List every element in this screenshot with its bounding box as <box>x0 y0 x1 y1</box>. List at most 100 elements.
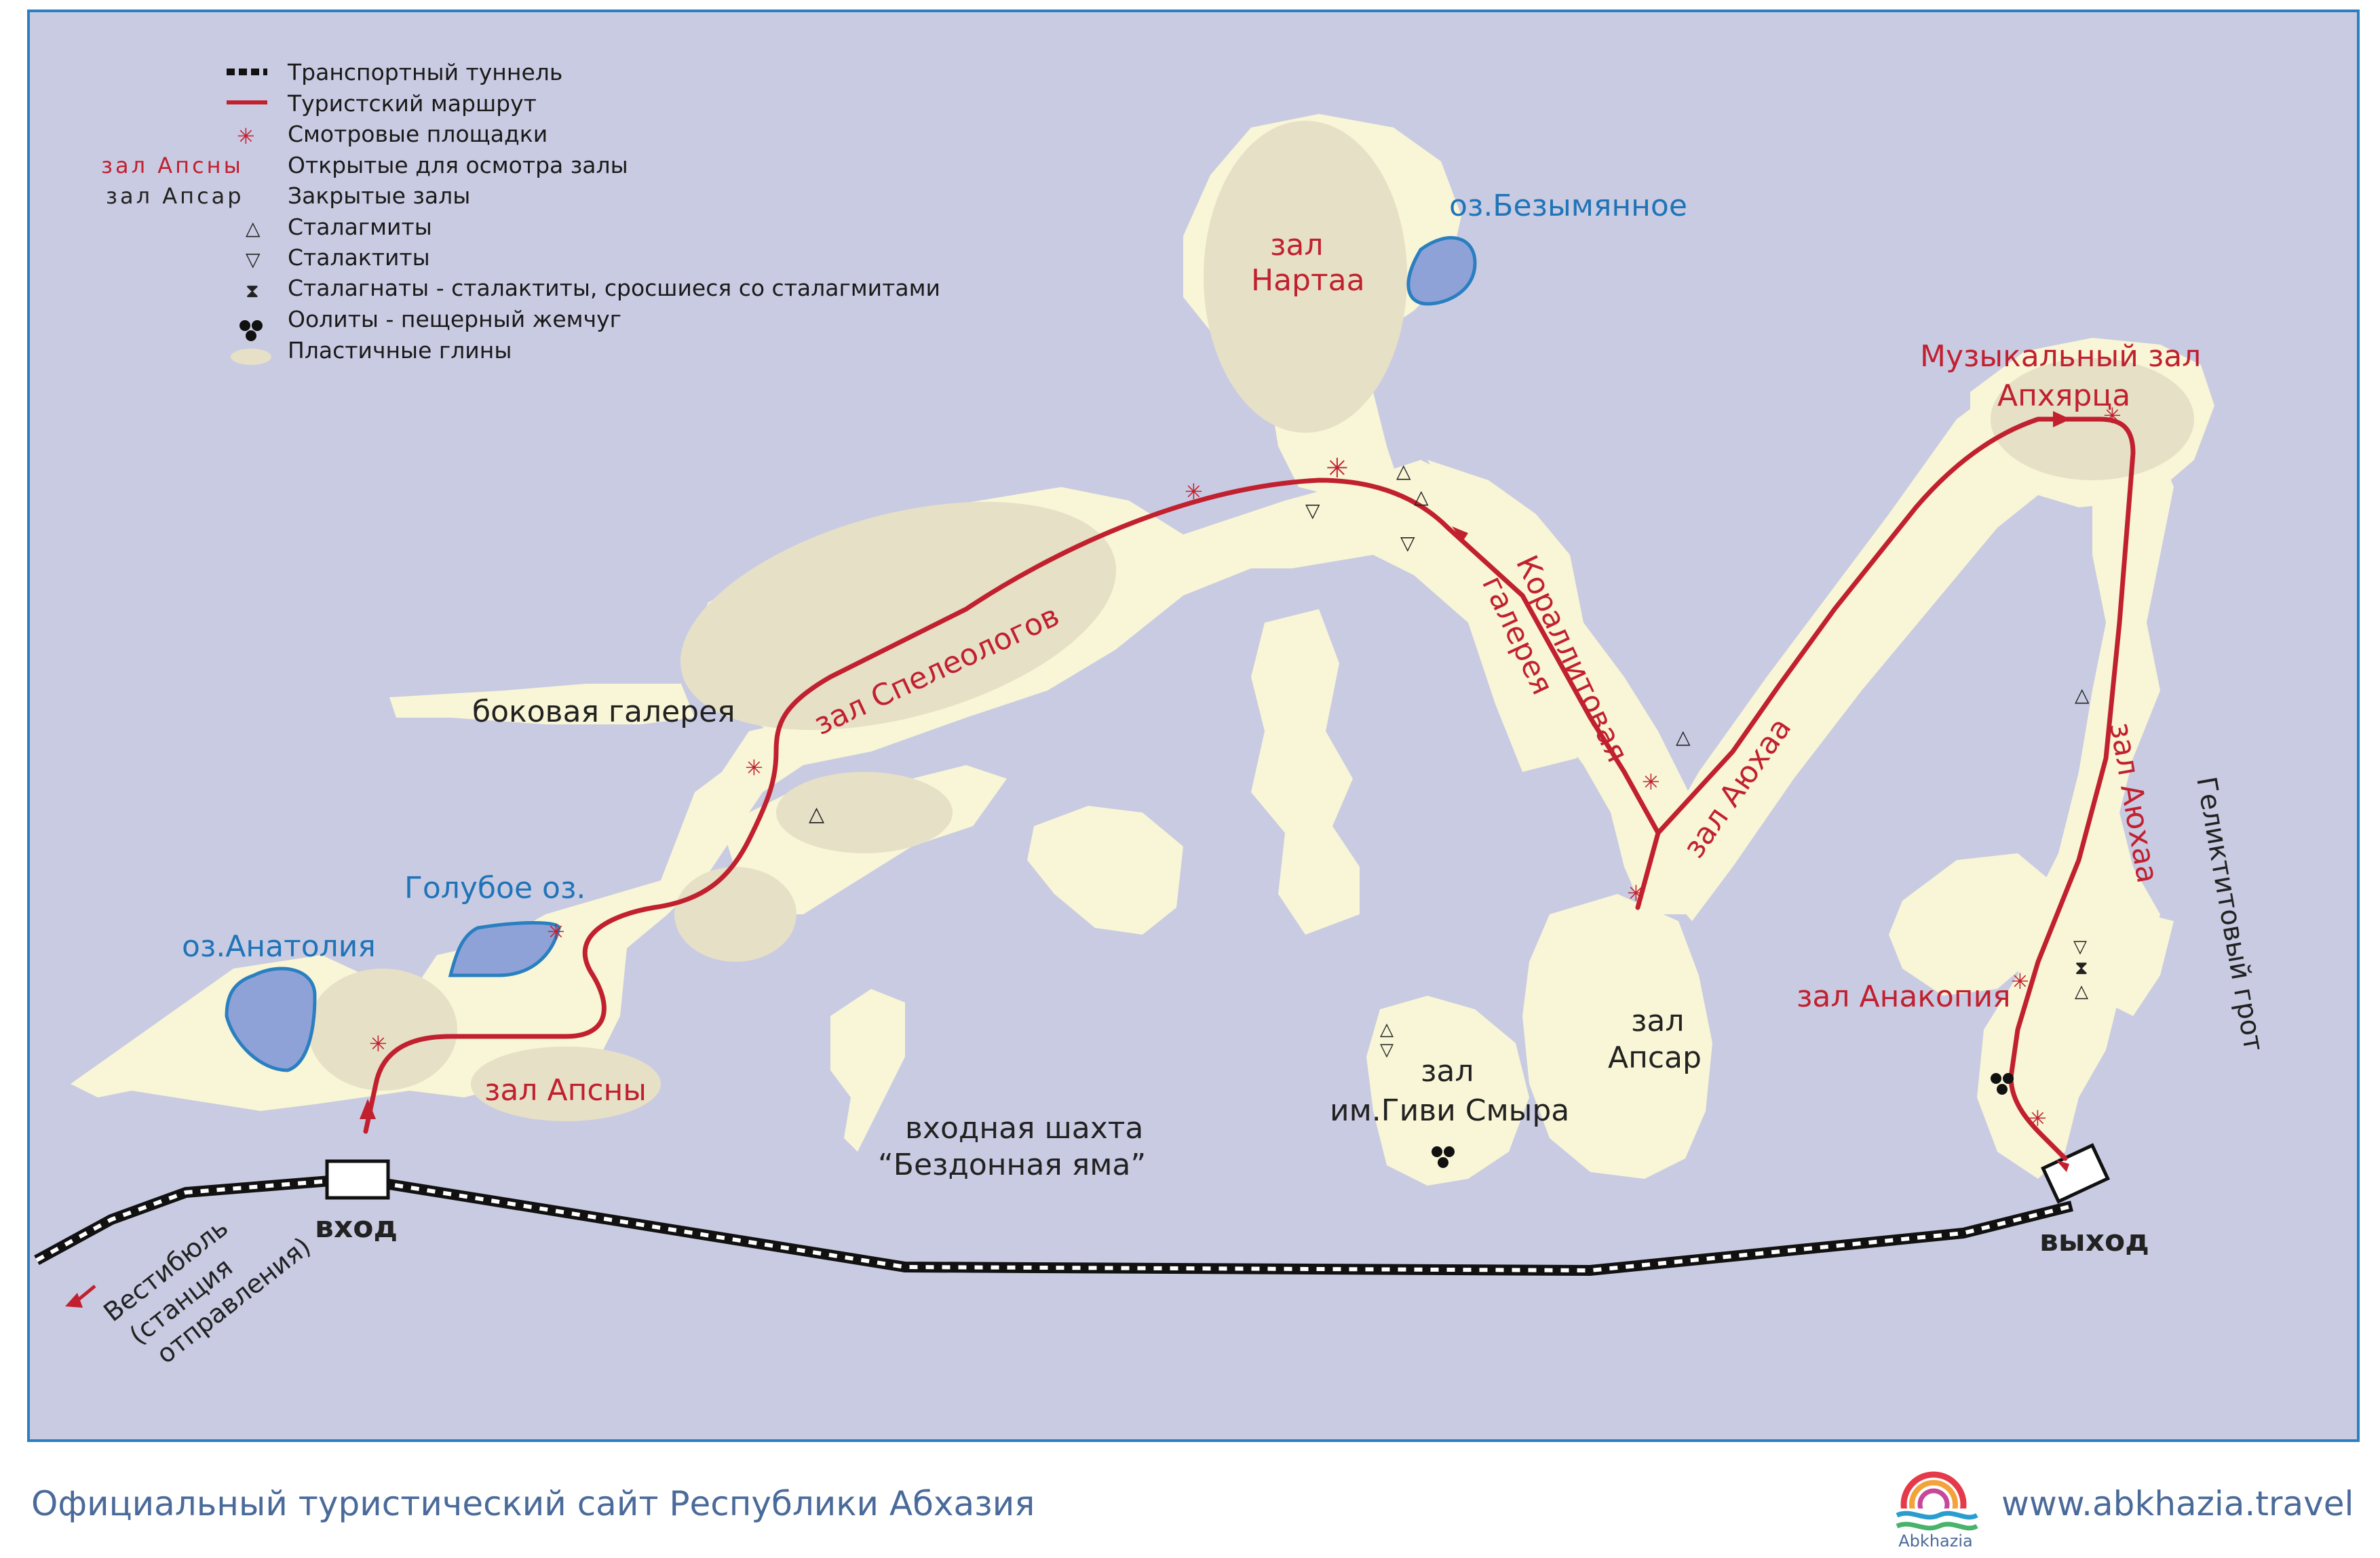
stalagmite-icon: △ <box>2075 684 2090 706</box>
legend-open-label: Открытые для осмотра залы <box>288 152 628 178</box>
vestibule-arrow <box>65 1293 83 1308</box>
clay-speleologists <box>680 501 1117 731</box>
abkhazia-logo-icon <box>1892 1471 1980 1546</box>
stalagnate-icon: ⧗ <box>2075 956 2088 979</box>
cave-map: ✳ ✳ ✳ ✳ ✳ ✳ ✳ ✳ ✳ ✳ △ △ △ △ △ △ ▽ ▽ ▽ ▽ … <box>27 9 2360 1442</box>
viewpoint-icon: ✳ <box>547 919 565 945</box>
lake-anatolia <box>225 967 317 1072</box>
label-heliktite: Геликтитовый грот <box>2190 775 2269 1054</box>
passage-west-arm <box>71 460 1590 1111</box>
viewpoint-icon: ✳ <box>1185 479 1203 505</box>
logo-text: Abkhazia <box>1898 1532 1973 1551</box>
legend-clay-symbol <box>231 349 271 365</box>
legend-viewpoints-label: Смотровые площадки <box>288 121 548 147</box>
route-arrow-musical <box>2053 411 2071 427</box>
viewpoint-icon: ✳ <box>2011 969 2029 994</box>
stalagmite-icon: △ <box>1414 486 1429 508</box>
stalactite-icon: ▽ <box>2073 937 2087 957</box>
stalactite-icon: ▽ <box>1400 532 1415 554</box>
passage-heliktite <box>2106 914 2174 1016</box>
site-url-link[interactable]: www.abkhazia.travel <box>2001 1484 2354 1523</box>
legend-stalagnates-label: Сталагнаты - сталактиты, сросшиеся со ст… <box>288 275 940 301</box>
label-musical-2: Апхярца <box>1997 378 2130 413</box>
clay-lobe <box>776 772 953 853</box>
transport-tunnel <box>34 1143 2110 1277</box>
stalactite-icon: ▽ <box>1380 1040 1394 1060</box>
stalagmite-icon: △ <box>809 802 824 826</box>
viewpoint-icon: ✳ <box>1326 453 1349 484</box>
legend-stalagmites-label: Сталагмиты <box>288 214 432 240</box>
oolites-icon <box>1991 1073 2014 1095</box>
map-canvas: ✳ ✳ ✳ ✳ ✳ ✳ ✳ ✳ ✳ ✳ △ △ △ △ △ △ ▽ ▽ ▽ ▽ … <box>34 59 2269 1369</box>
label-anatolia-lake: оз.Анатолия <box>182 929 376 964</box>
label-apsny: зал Апсны <box>484 1073 647 1108</box>
legend-stalactite-icon: ▽ <box>246 248 261 271</box>
viewpoint-icon: ✳ <box>1642 769 1660 795</box>
label-side-gallery: боковая галерея <box>472 695 735 729</box>
label-exit: выход <box>2039 1224 2149 1258</box>
stalagmite-icon: △ <box>1380 1019 1394 1040</box>
label-shaft-1: входная шахта <box>905 1111 1143 1146</box>
passage-anakopia <box>1889 853 2058 996</box>
vestibule-arrow-shaft <box>71 1285 96 1306</box>
tunnel-dashes <box>35 1176 2073 1273</box>
legend-stalactites-label: Сталактиты <box>288 244 430 271</box>
lakes <box>225 236 1477 1072</box>
passage-shaft <box>830 989 905 1152</box>
clay-mid <box>674 867 796 962</box>
passage-side-gallery <box>389 684 695 724</box>
label-nartaa-2: Нартаа <box>1251 263 1365 298</box>
label-smyr-1: зал <box>1421 1054 1474 1089</box>
route-arrow-coral <box>1452 526 1468 541</box>
lake-blue <box>448 921 561 977</box>
footer-site-title: Официальный туристический сайт Республик… <box>31 1484 1035 1523</box>
legend-tunnel-label: Транспортный туннель <box>287 59 562 85</box>
viewpoints: ✳ ✳ ✳ ✳ ✳ ✳ ✳ ✳ ✳ ✳ <box>369 403 2122 1131</box>
label-entrance: вход <box>315 1210 398 1245</box>
legend-oolites-label: Оолиты - пещерный жемчуг <box>288 306 621 332</box>
tourist-route <box>65 411 2136 1308</box>
route-arrow-entrance <box>360 1099 376 1119</box>
label-nartaa-1: зал <box>1270 228 1323 262</box>
oolites-icon <box>1432 1146 1455 1168</box>
passage-mid-island <box>1027 806 1183 935</box>
viewpoint-icon: ✳ <box>1627 880 1645 906</box>
route-line-right <box>2008 416 2136 1161</box>
legend-closed-label: Закрытые залы <box>288 182 470 209</box>
clay-apsny <box>471 1047 661 1121</box>
legend-stalagmite-icon: △ <box>246 217 261 239</box>
passage-apsar <box>1522 894 1712 1179</box>
viewpoint-icon: ✳ <box>369 1031 387 1057</box>
legend-oolites-icon <box>239 320 263 341</box>
passage-center <box>1251 609 1360 935</box>
legend: Транспортный туннель Туристский маршрут … <box>101 59 940 365</box>
passage-ayuhaa-diagonal <box>1645 351 2187 921</box>
entrance-station <box>325 1159 390 1200</box>
stalactite-icon: ▽ <box>1305 499 1320 522</box>
label-anakopia: зал Анакопия <box>1797 979 2011 1014</box>
stalagmite-icon: △ <box>1676 726 1691 748</box>
viewpoint-icon: ✳ <box>2103 403 2122 429</box>
label-apsar-2: Апсар <box>1608 1040 1702 1075</box>
legend-route-label: Туристский маршрут <box>287 90 537 117</box>
label-smyr-2: им.Гиви Смыра <box>1330 1093 1569 1128</box>
label-shaft-2: “Бездонная яма” <box>878 1148 1146 1182</box>
viewpoint-icon: ✳ <box>2029 1106 2047 1131</box>
route-arrow-exit <box>2056 1160 2069 1172</box>
cave-passages <box>71 114 2214 1186</box>
clay-nartaa <box>1204 121 1407 433</box>
legend-clays-label: Пластичные глины <box>288 337 512 364</box>
label-musical-1: Музыкальный зал <box>1920 339 2201 374</box>
label-apsar-1: зал <box>1631 1004 1684 1038</box>
stalagmite-icon: △ <box>1396 460 1411 482</box>
legend-stalagnate-icon: ⧗ <box>246 279 259 302</box>
passage-smyr <box>1366 996 1529 1186</box>
label-lake-nameless: оз.Безымянное <box>1449 189 1687 223</box>
legend-closed-sample: зал Апсар <box>106 183 244 209</box>
viewpoint-icon: ✳ <box>745 755 763 781</box>
label-blue-lake: Голубое оз. <box>404 871 586 905</box>
stalagmite-icon: △ <box>2075 981 2088 1002</box>
legend-open-sample: зал Апсны <box>101 153 244 178</box>
clay-apsny-west <box>308 969 457 1091</box>
route-line <box>363 416 2102 1134</box>
